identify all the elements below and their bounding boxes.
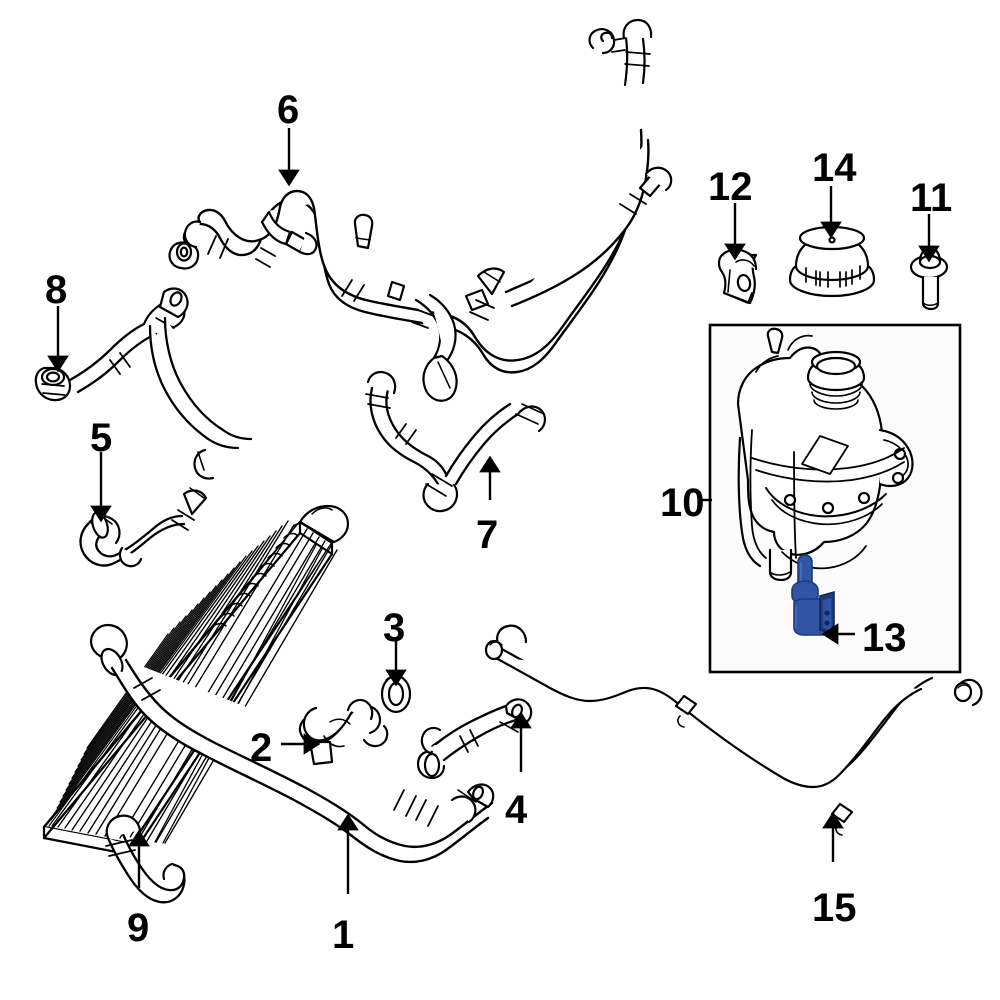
part-3-o-ring <box>380 674 412 714</box>
callout-label-12: 12 <box>708 165 753 209</box>
callout-label-11: 11 <box>910 176 953 220</box>
callout-label-5: 5 <box>90 416 113 460</box>
callout-label-2: 2 <box>250 726 273 770</box>
part-10-expansion-tank <box>736 327 914 582</box>
part-11-mounting-bolt <box>909 246 949 311</box>
part-12-retainer-clip <box>717 248 758 305</box>
callout-label-13: 13 <box>862 616 907 660</box>
callout-label-1: 1 <box>332 913 355 957</box>
callout-label-14: 14 <box>812 146 857 190</box>
part-14-tank-cap <box>788 225 876 298</box>
callout-label-6: 6 <box>277 88 300 132</box>
part-7-y-branch-hose <box>365 370 546 513</box>
callout-label-3: 3 <box>383 606 406 650</box>
radiator-core <box>42 504 350 857</box>
callout-label-7: 7 <box>476 513 499 557</box>
part-9-drain-hose <box>105 814 186 904</box>
callout-label-9: 9 <box>127 906 150 950</box>
part-8-5-heater-hoses <box>34 287 253 568</box>
part-4-connector-pipe <box>416 698 533 780</box>
callout-label-8: 8 <box>45 268 68 312</box>
callout-label-4: 4 <box>505 788 528 832</box>
part-13-coolant-level-sensor <box>791 554 835 636</box>
part-6-upper-hose-assembly <box>168 18 673 402</box>
callout-label-15: 15 <box>812 886 857 930</box>
part-15-coolant-return-line <box>484 624 983 836</box>
callout-label-10: 10 <box>660 481 705 525</box>
